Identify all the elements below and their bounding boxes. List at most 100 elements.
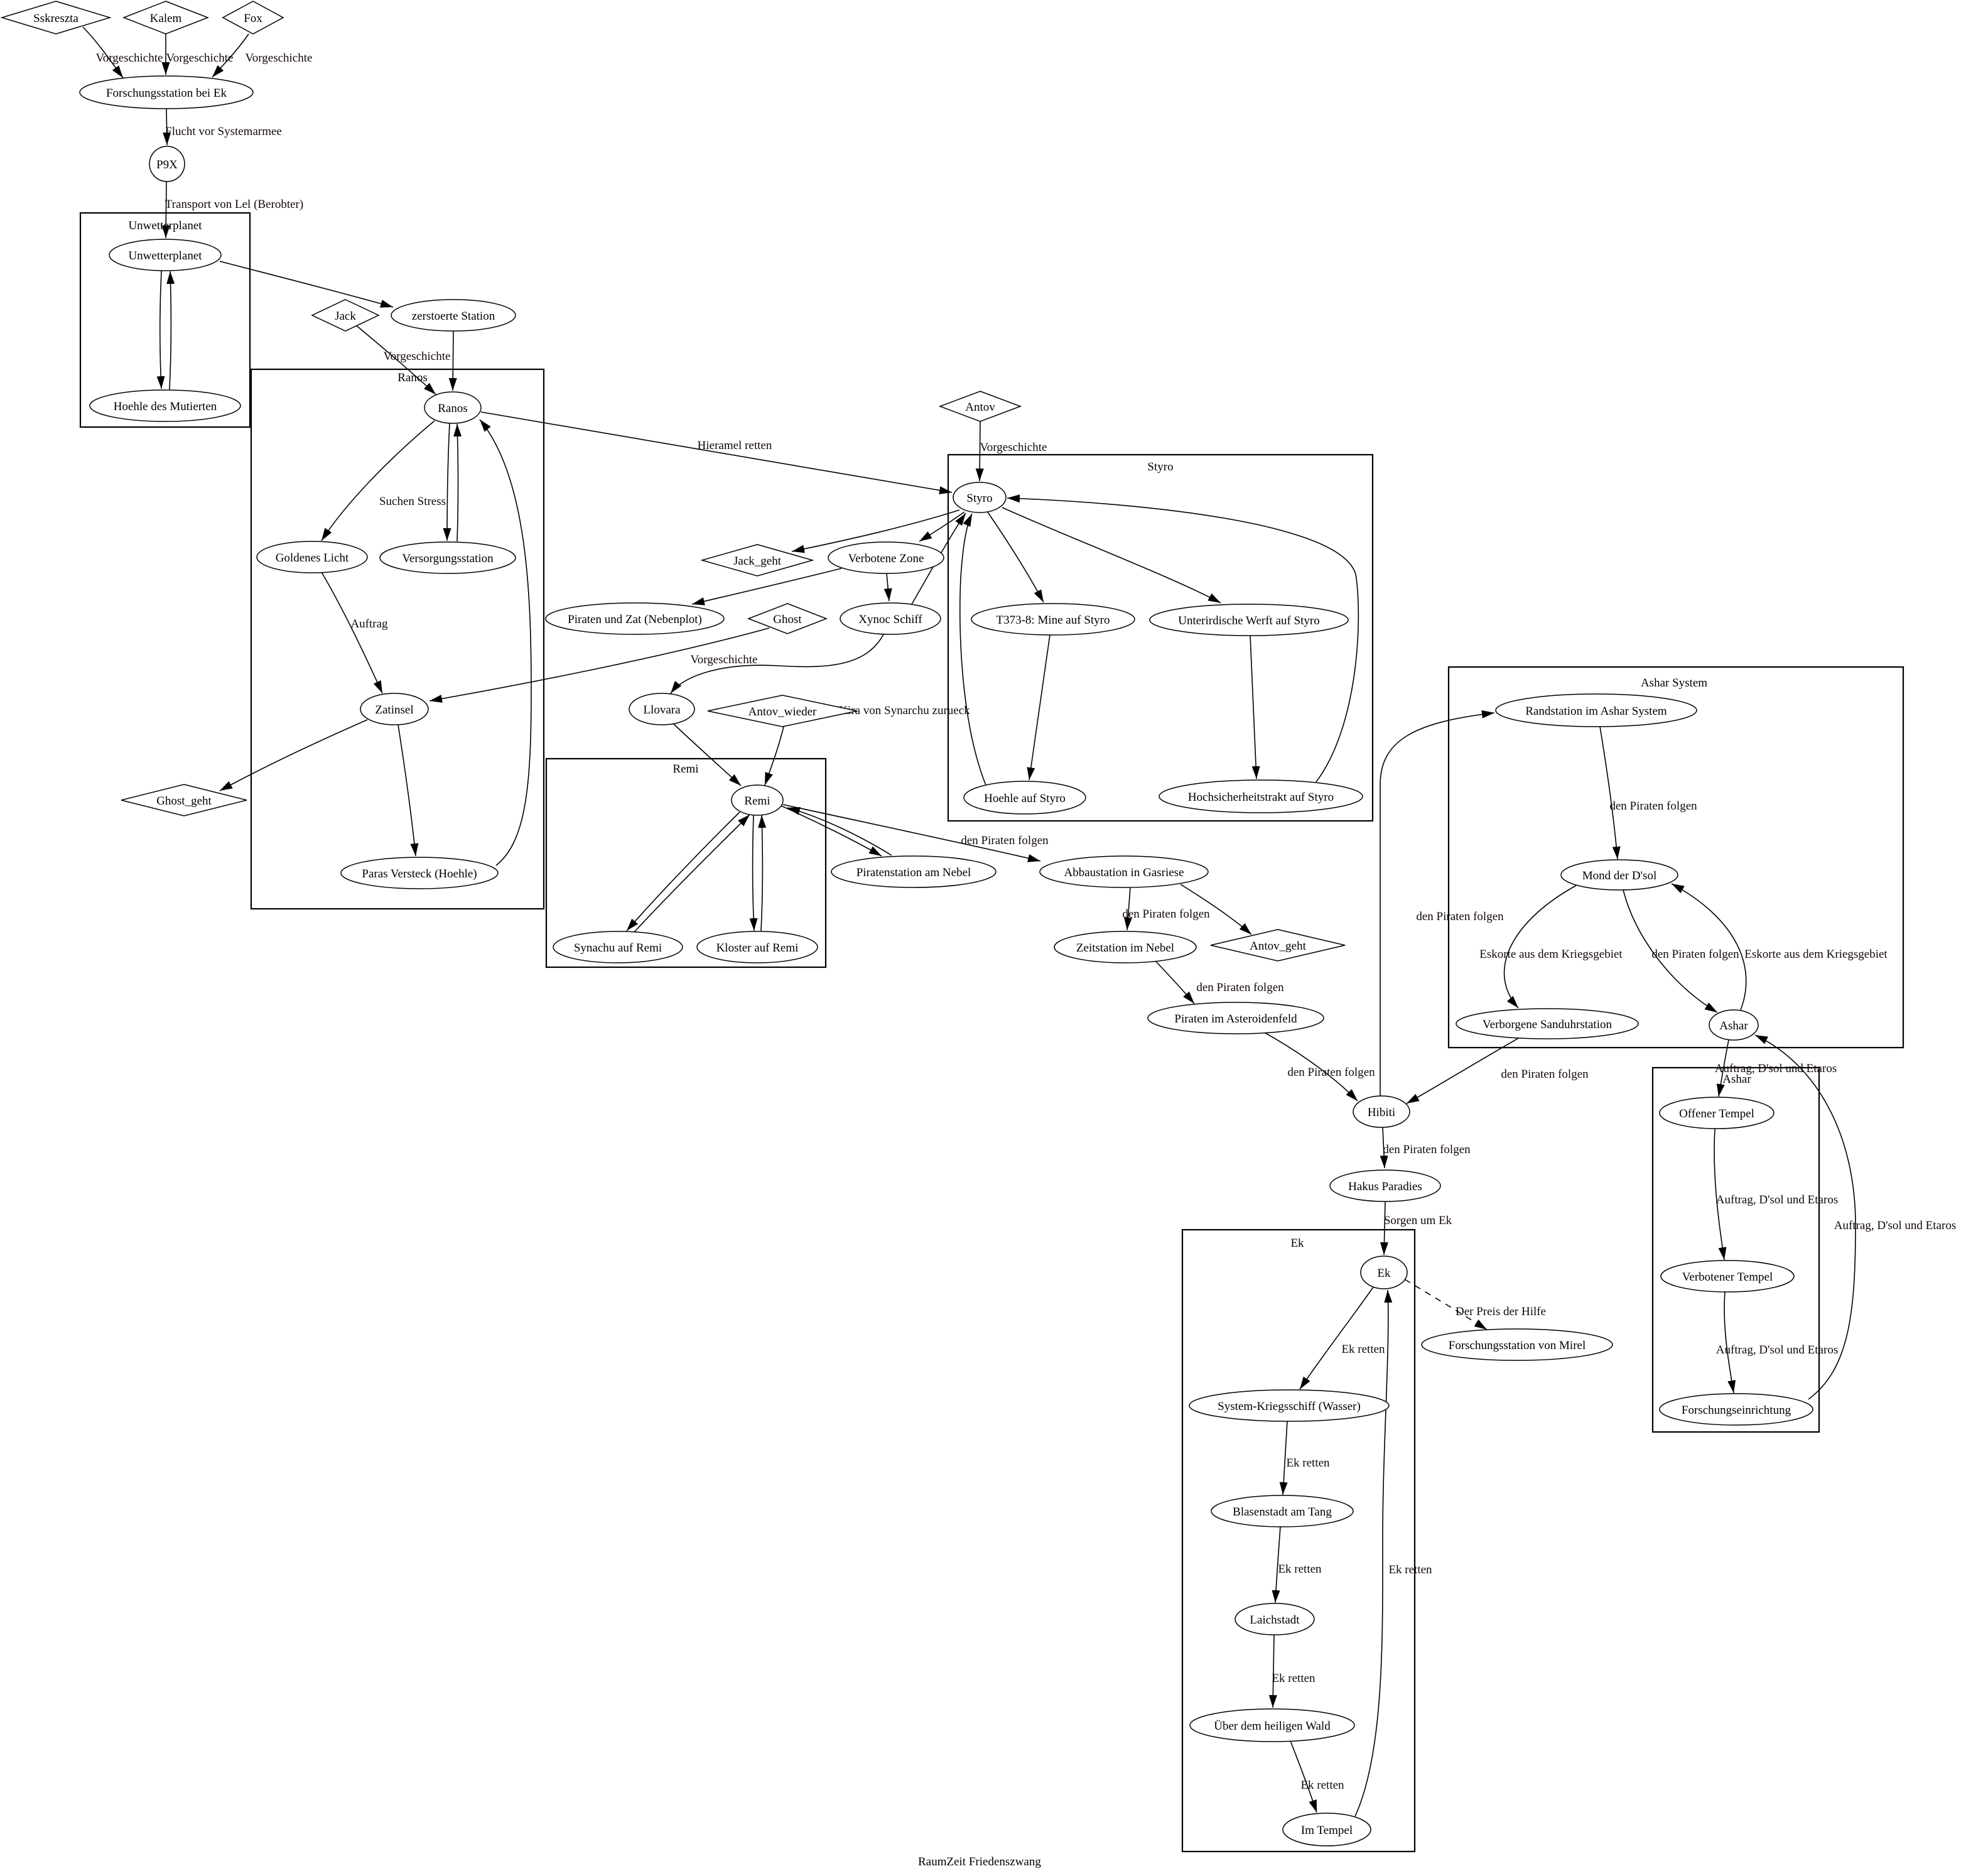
node-label-paras-versteck: Paras Versteck (Hoehle)	[362, 867, 477, 881]
node-label-forschungseinrichtung: Forschungseinrichtung	[1682, 1404, 1791, 1417]
edge-label-remi-to-abbaustation-in-gasriese: den Piraten folgen	[961, 834, 1049, 847]
edge-laichstadt-to-ueber-dem-heiligen-wald	[1268, 1634, 1277, 1708]
edge-verbotener-tempel-to-forschungseinrichtung	[1724, 1291, 1736, 1394]
node-label-piraten-und-zat: Piraten und Zat (Nebenplot)	[568, 613, 702, 626]
cluster-label-remi-cluster: Remi	[673, 762, 698, 776]
node-shape-kalem	[122, 1, 210, 35]
node-shape-antov-geht	[1210, 929, 1346, 962]
edge-label-piraten-im-asteroidenfeld-to-hibiti: den Piraten folgen	[1287, 1066, 1375, 1079]
node-label-verbotene-zone: Verbotene Zone	[848, 552, 924, 565]
edge-label-forschungseinrichtung-to-ashar: Auftrag, D'sol und Etaros	[1834, 1219, 1956, 1232]
edge-label-ek-to-system-kriegsschiff: Ek retten	[1341, 1343, 1385, 1356]
node-shape-ashar	[1709, 1009, 1759, 1041]
node-label-hoehle-des-mutierten: Hoehle des Mutierten	[114, 400, 217, 413]
edge-llovara-to-remi	[673, 723, 742, 786]
node-offener-tempel: Offener Tempel	[1659, 1097, 1775, 1129]
edge-hoehle-des-mutierten-to-unwetterplanet	[166, 271, 175, 390]
node-label-hibiti: Hibiti	[1368, 1106, 1395, 1119]
node-piratenstation-am-nebel: Piratenstation am Nebel	[831, 855, 997, 888]
edge-versorgungsstation-to-ranos	[453, 423, 462, 542]
node-label-offener-tempel: Offener Tempel	[1679, 1107, 1754, 1120]
edge-jack-to-ranos	[355, 324, 436, 395]
node-remi: Remi	[731, 784, 784, 816]
node-shape-t373-8-mine	[971, 603, 1135, 636]
node-xynoc-schiff: Xynoc Schiff	[840, 602, 941, 635]
edge-piraten-im-asteroidenfeld-to-hibiti	[1261, 1031, 1358, 1102]
node-shape-xynoc-schiff	[840, 602, 941, 635]
edge-label-ueber-dem-heiligen-wald-to-im-tempel: Ek retten	[1300, 1779, 1344, 1792]
node-kloster-auf-remi: Kloster auf Remi	[696, 931, 818, 963]
cluster-ashar-cluster	[1651, 1066, 1820, 1433]
node-styro: Styro	[953, 482, 1007, 513]
node-shape-abbaustation-in-gasriese	[1039, 855, 1209, 888]
node-shape-ek	[1360, 1255, 1408, 1289]
edge-label-ashar-to-mond-der-dsol: Eskorte aus dem Kriegsgebiet	[1744, 948, 1888, 961]
node-shape-piraten-und-zat	[545, 602, 725, 635]
node-system-kriegsschiff: System-Kriegsschiff (Wasser)	[1189, 1389, 1390, 1422]
edge-label-sskreszta-to-forschungsstation-bei-ek: Vorgeschichte	[96, 52, 163, 65]
node-shape-system-kriegsschiff	[1189, 1389, 1390, 1422]
node-randstation: Randstation im Ashar System	[1495, 693, 1697, 727]
node-zeitstation-im-nebel: Zeitstation im Nebel	[1054, 931, 1197, 963]
edge-label-verborgene-sanduhrstation-to-hibiti: den Piraten folgen	[1501, 1068, 1589, 1081]
node-shape-laichstadt	[1234, 1603, 1315, 1635]
edge-label-ranos-to-goldenes-licht: Suchen Stress	[379, 495, 446, 508]
node-shape-kloster-auf-remi	[696, 931, 818, 963]
node-shape-verbotene-zone	[828, 541, 944, 574]
node-antov-wieder: Antov_wieder	[707, 695, 858, 727]
node-antov-geht: Antov_geht	[1210, 929, 1346, 962]
cluster-ranos-cluster	[250, 368, 545, 910]
node-label-ghost-geht: Ghost_geht	[156, 794, 212, 808]
node-hakus-paradies: Hakus Paradies	[1329, 1169, 1441, 1202]
edge-synachu-auf-remi-to-remi	[634, 814, 750, 933]
edge-label-ranos-to-styro: Hieramel retten	[698, 439, 772, 452]
node-label-zeitstation-im-nebel: Zeitstation im Nebel	[1076, 941, 1174, 955]
node-verborgene-sanduhrstation: Verborgene Sanduhrstation	[1456, 1008, 1639, 1039]
node-label-kalem: Kalem	[150, 12, 182, 25]
node-kalem: Kalem	[122, 1, 210, 35]
node-label-ashar: Ashar	[1719, 1019, 1748, 1033]
node-hibiti: Hibiti	[1353, 1095, 1410, 1128]
node-shape-forschungsstation-bei-ek	[79, 75, 254, 109]
node-label-zerstoerte-station: zerstoerte Station	[412, 310, 495, 323]
edge-label-im-tempel-to-ek: Ek retten	[1388, 1563, 1432, 1576]
edge-ranos-to-versorgungsstation	[443, 423, 451, 541]
node-paras-versteck: Paras Versteck (Hoehle)	[340, 857, 499, 889]
node-piraten-und-zat: Piraten und Zat (Nebenplot)	[545, 602, 725, 635]
edge-unwetterplanet-to-hoehle-des-mutierten	[156, 270, 165, 389]
edge-remi-to-kloster-auf-remi	[749, 815, 758, 931]
node-shape-versorgungsstation	[379, 541, 516, 574]
edge-sskreszta-to-forschungsstation-bei-ek	[82, 26, 124, 79]
edge-im-tempel-to-ek	[1354, 1289, 1393, 1817]
node-hoehle-auf-styro: Hoehle auf Styro	[963, 781, 1086, 815]
edge-zatinsel-to-ghost-geht	[219, 719, 368, 791]
node-label-goldenes-licht: Goldenes Licht	[276, 551, 349, 565]
edge-forschungsstation-bei-ek-to-p9x	[163, 108, 171, 146]
edge-remi-to-abbaustation-in-gasriese	[782, 804, 1041, 862]
node-label-system-kriegsschiff: System-Kriegsschiff (Wasser)	[1218, 1400, 1361, 1413]
node-versorgungsstation: Versorgungsstation	[379, 541, 516, 574]
edge-styro-to-jack-geht	[791, 509, 960, 553]
node-antov: Antov	[938, 391, 1022, 422]
edge-label-offener-tempel-to-verbotener-tempel: Auftrag, D'sol und Etaros	[1716, 1193, 1838, 1206]
node-shape-goldenes-licht	[256, 541, 368, 573]
node-label-jack: Jack	[335, 310, 356, 323]
node-shape-ueber-dem-heiligen-wald	[1189, 1708, 1355, 1742]
node-shape-unwetterplanet	[109, 239, 222, 271]
node-shape-verbotener-tempel	[1660, 1260, 1795, 1293]
edge-zeitstation-im-nebel-to-piraten-im-asteroidenfeld	[1155, 960, 1195, 1004]
edge-verborgene-sanduhrstation-to-hibiti	[1406, 1037, 1520, 1104]
edge-unterirdische-werft-to-hochsicherheitstrakt	[1250, 635, 1260, 779]
edge-ranos-to-styro	[480, 411, 953, 495]
node-shape-mond-der-dsol	[1560, 859, 1678, 891]
node-forschungsstation-von-mirel: Forschungsstation von Mirel	[1421, 1328, 1613, 1361]
node-shape-verborgene-sanduhrstation	[1456, 1008, 1639, 1039]
node-label-piratenstation-am-nebel: Piratenstation am Nebel	[856, 866, 971, 879]
node-ueber-dem-heiligen-wald: Über dem heiligen Wald	[1189, 1708, 1355, 1742]
edge-label-randstation-to-mond-der-dsol: den Piraten folgen	[1609, 800, 1697, 813]
node-label-xynoc-schiff: Xynoc Schiff	[858, 613, 922, 626]
node-abbaustation-in-gasriese: Abbaustation in Gasriese	[1039, 855, 1209, 888]
edge-unwetterplanet-to-zerstoerte-station	[219, 261, 394, 308]
node-shape-unterirdische-werft	[1149, 604, 1349, 636]
node-p9x: P9X	[149, 146, 185, 182]
